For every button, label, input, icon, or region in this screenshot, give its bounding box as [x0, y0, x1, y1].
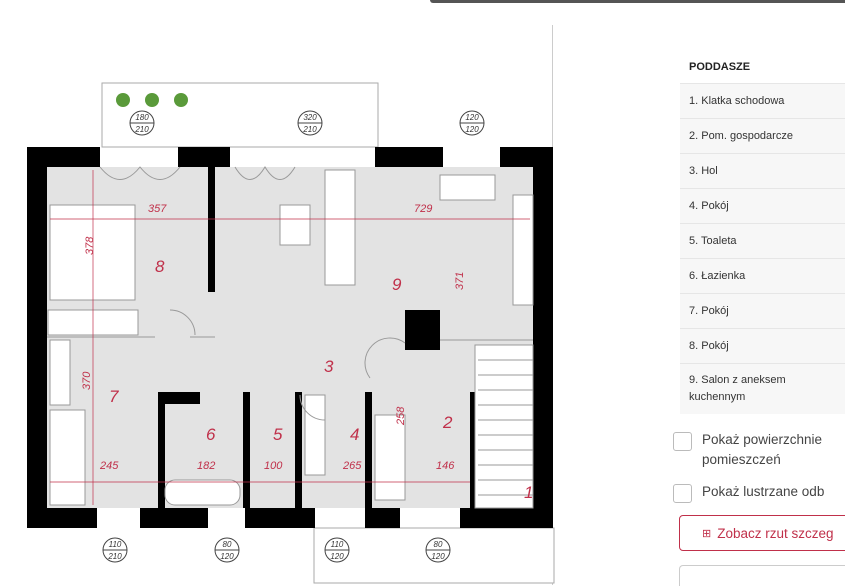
- detail-plan-button[interactable]: ⊞ Zobacz rzut szczeg: [679, 515, 845, 551]
- floor-plan-icon: ⊞: [702, 527, 712, 540]
- secondary-button[interactable]: [679, 565, 845, 586]
- svg-text:120: 120: [431, 552, 445, 561]
- room-number-5: 5: [273, 425, 283, 444]
- room-list-item[interactable]: 3. Hol: [680, 153, 845, 188]
- svg-text:110: 110: [331, 540, 344, 549]
- checkbox-box[interactable]: [673, 432, 692, 451]
- dim-729: 729: [414, 203, 432, 215]
- room-list-item[interactable]: 1. Klatka schodowa: [680, 83, 845, 118]
- room-list-item[interactable]: 9. Salon z aneksem kuchennym: [680, 363, 845, 414]
- checkbox-box[interactable]: [673, 484, 692, 503]
- dim-245: 245: [99, 460, 119, 472]
- room-list-item[interactable]: 2. Pom. gospodarcze: [680, 118, 845, 153]
- room-list-panel: PODDASZE 1. Klatka schodowa 2. Pom. gosp…: [673, 55, 845, 586]
- dim-370: 370: [81, 371, 93, 390]
- detail-plan-button-label: Zobacz rzut szczeg: [717, 525, 834, 541]
- room-number-1: 1: [524, 483, 533, 502]
- room-number-3: 3: [324, 357, 334, 376]
- room-number-8: 8: [155, 257, 165, 276]
- dim-146: 146: [436, 460, 455, 472]
- dimension-lines: [50, 170, 530, 505]
- interior-lines: [47, 166, 534, 509]
- dim-258: 258: [395, 406, 407, 426]
- room-list-item[interactable]: 5. Toaleta: [680, 223, 845, 258]
- room-list-item[interactable]: 8. Pokój: [680, 328, 845, 363]
- show-mirror-label: Pokaż lustrzane odb: [702, 484, 825, 499]
- dim-100: 100: [264, 460, 283, 472]
- svg-text:210: 210: [302, 125, 317, 134]
- svg-text:80: 80: [434, 540, 443, 549]
- room-number-7: 7: [109, 387, 119, 406]
- dim-357: 357: [148, 203, 167, 215]
- svg-text:180: 180: [135, 113, 149, 122]
- show-mirror-checkbox[interactable]: Pokaż lustrzane odb: [667, 482, 845, 503]
- show-areas-checkbox[interactable]: Pokaż powierzchnie pomieszczeń: [667, 430, 845, 470]
- svg-text:320: 320: [303, 113, 317, 122]
- outer-walls: [27, 147, 553, 528]
- svg-text:120: 120: [330, 552, 344, 561]
- dim-265: 265: [342, 460, 362, 472]
- dim-378: 378: [84, 236, 96, 255]
- room-number-9: 9: [392, 275, 402, 294]
- room-number-4: 4: [350, 425, 359, 444]
- svg-text:210: 210: [134, 125, 149, 134]
- room-number-2: 2: [442, 413, 453, 432]
- floor-heading: PODDASZE: [689, 61, 751, 73]
- room-list-item[interactable]: 7. Pokój: [680, 293, 845, 328]
- show-areas-label: Pokaż powierzchnie pomieszczeń: [702, 432, 823, 467]
- svg-text:210: 210: [107, 552, 122, 561]
- dim-182: 182: [197, 460, 215, 472]
- room-list-item[interactable]: 6. Łazienka: [680, 258, 845, 293]
- floor-plan: 1 2 3 4 5 6 7 8 9 357 378 729 371 370 24…: [27, 82, 555, 584]
- svg-text:80: 80: [223, 540, 232, 549]
- room-list-item[interactable]: 4. Pokój: [680, 188, 845, 223]
- svg-text:120: 120: [465, 125, 479, 134]
- plants: [116, 93, 188, 107]
- svg-text:110: 110: [109, 540, 122, 549]
- svg-text:120: 120: [220, 552, 234, 561]
- top-scroll-bar: [430, 0, 845, 3]
- room-number-6: 6: [206, 425, 216, 444]
- dim-371: 371: [454, 272, 466, 290]
- svg-text:120: 120: [465, 113, 479, 122]
